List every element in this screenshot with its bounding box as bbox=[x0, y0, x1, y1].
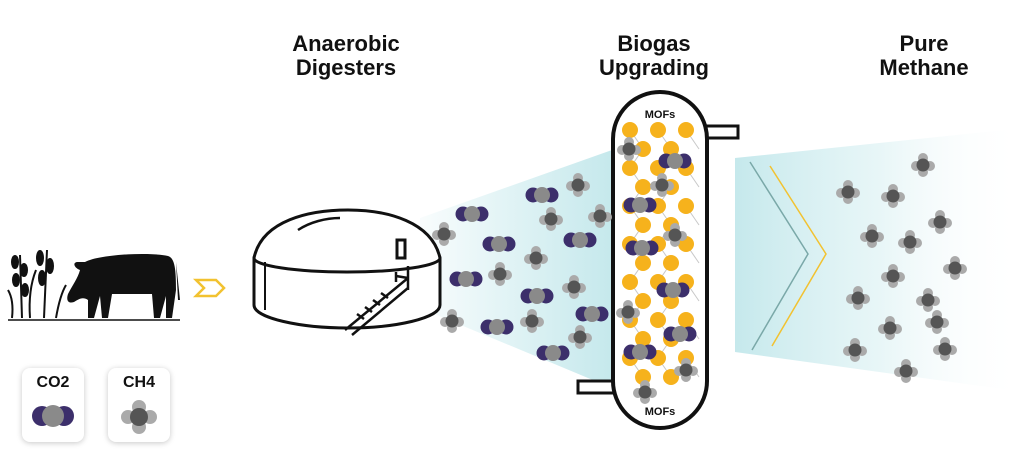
ch4-molecule bbox=[933, 337, 957, 361]
ch4-molecule bbox=[440, 309, 464, 333]
co2-molecule bbox=[480, 319, 514, 335]
ch4-molecule bbox=[616, 300, 640, 324]
plants-icon bbox=[7, 249, 67, 319]
ch4-molecule bbox=[846, 286, 870, 310]
ch4-molecule bbox=[568, 325, 592, 349]
ch4-molecule bbox=[488, 262, 512, 286]
co2-molecule bbox=[623, 197, 657, 213]
legend-co2: CO2 bbox=[22, 368, 84, 442]
flow-arrow-icon bbox=[192, 278, 226, 298]
column-top-label: MOFs bbox=[645, 109, 676, 121]
ch4-molecule bbox=[928, 210, 952, 234]
co2-molecule bbox=[656, 282, 690, 298]
pure-methane-beam bbox=[735, 128, 1024, 392]
ch4-molecule bbox=[898, 230, 922, 254]
ch4-molecule bbox=[894, 359, 918, 383]
stage-heading-line: Digesters bbox=[295, 55, 397, 80]
stage-heading-line: Methane bbox=[879, 55, 969, 80]
ch4-molecule bbox=[650, 173, 674, 197]
co2-molecule bbox=[520, 288, 554, 304]
co2-molecule bbox=[663, 326, 697, 342]
stage-heading-line: Anaerobic bbox=[292, 31, 400, 56]
column-inlet-pipe bbox=[576, 379, 618, 395]
co2-molecule bbox=[575, 306, 609, 322]
ch4-molecule bbox=[860, 224, 884, 248]
ch4-molecule bbox=[836, 180, 860, 204]
stage-heading-line: Upgrading bbox=[599, 55, 709, 80]
co2-molecule bbox=[449, 271, 483, 287]
stage-heading-digesters: Anaerobic Digesters bbox=[256, 32, 436, 80]
co2-molecule bbox=[525, 187, 559, 203]
ch4-molecule bbox=[843, 338, 867, 362]
ch4-molecule bbox=[881, 264, 905, 288]
co2-molecule bbox=[623, 344, 657, 360]
legend-label: CO2 bbox=[36, 374, 70, 391]
stage-heading-methane: Pure Methane bbox=[834, 32, 1014, 80]
ch4-molecule bbox=[524, 246, 548, 270]
ch4-molecule bbox=[943, 256, 967, 280]
legend-ch4: CH4 bbox=[108, 368, 170, 442]
co2-molecule bbox=[482, 236, 516, 252]
raw-biogas-molecules bbox=[432, 173, 612, 361]
ch4-molecule bbox=[633, 380, 657, 404]
ch4-molecule bbox=[674, 358, 698, 382]
ch4-molecule bbox=[878, 316, 902, 340]
column-icon bbox=[611, 90, 709, 430]
ch4-molecule-icon bbox=[121, 400, 157, 434]
chevron-icon bbox=[749, 161, 827, 351]
ch4-molecule bbox=[520, 309, 544, 333]
methane-molecules bbox=[836, 153, 967, 383]
legend-label: CH4 bbox=[122, 374, 155, 391]
co2-molecule bbox=[536, 345, 570, 361]
column-molecules bbox=[616, 137, 698, 404]
co2-molecule bbox=[625, 240, 659, 256]
stage-heading-upgrading: Biogas Upgrading bbox=[564, 32, 744, 80]
stage-heading-line: Biogas bbox=[617, 31, 691, 56]
ch4-molecule bbox=[881, 184, 905, 208]
ch4-molecule bbox=[539, 207, 563, 231]
co2-molecule bbox=[658, 153, 692, 169]
ch4-molecule bbox=[432, 222, 456, 246]
co2-molecule-icon bbox=[32, 405, 74, 427]
ch4-molecule bbox=[562, 275, 586, 299]
stage-heading-line: Pure bbox=[899, 31, 949, 56]
cow-icon bbox=[67, 254, 180, 318]
ch4-molecule bbox=[617, 137, 641, 161]
ch4-molecule bbox=[566, 173, 590, 197]
ch4-molecule bbox=[663, 223, 687, 247]
digester-icon bbox=[252, 208, 442, 336]
ch4-molecule bbox=[925, 310, 949, 334]
co2-molecule bbox=[455, 206, 489, 222]
ch4-molecule bbox=[916, 288, 940, 312]
ch4-molecule bbox=[588, 204, 612, 228]
co2-molecule bbox=[563, 232, 597, 248]
ch4-molecule bbox=[911, 153, 935, 177]
column-bottom-label: MOFs bbox=[645, 406, 676, 418]
